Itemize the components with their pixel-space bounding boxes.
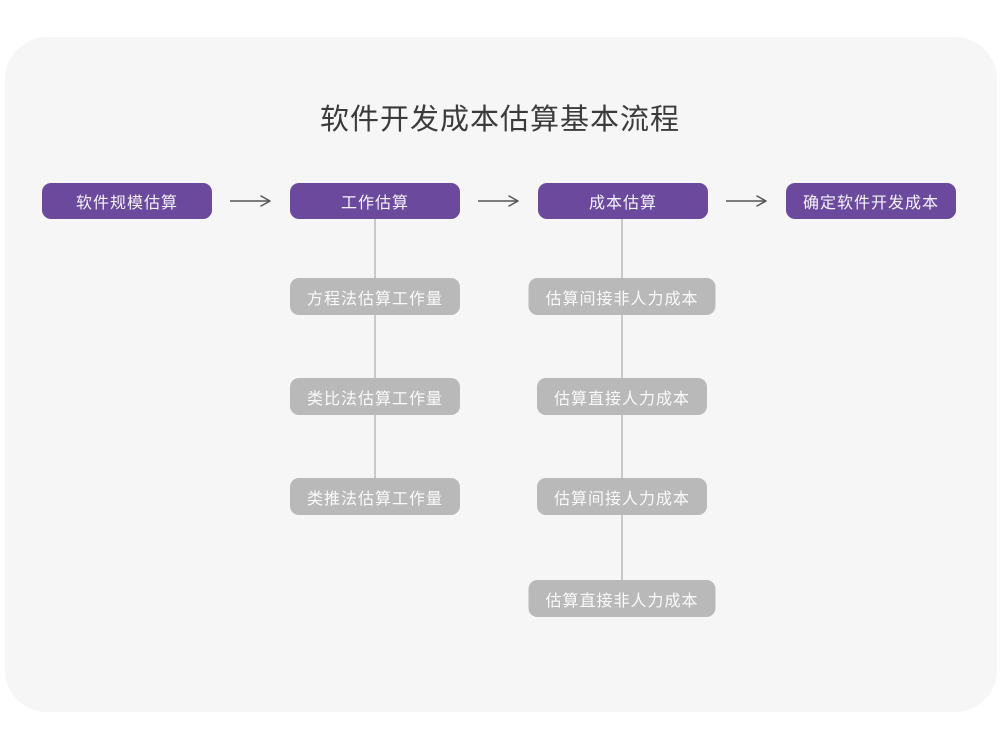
stage-label: 确定软件开发成本 — [802, 195, 939, 212]
diagram-title: 软件开发成本估算基本流程 — [319, 104, 680, 136]
stage-determine-dev-cost: 确定软件开发成本 — [786, 183, 956, 219]
substep-label: 估算间接非人力成本 — [545, 290, 699, 308]
arrow-right-icon — [477, 194, 521, 208]
substep-label: 估算直接人力成本 — [553, 390, 691, 408]
substep-analogy-method-workload: 类比法估算工作量 — [289, 378, 461, 415]
connector-line-work-column — [374, 219, 376, 496]
stage-cost-estimation: 成本估算 — [538, 183, 708, 219]
substep-indirect-nonlabor-cost: 估算间接非人力成本 — [528, 278, 716, 315]
substep-label: 类推法估算工作量 — [306, 490, 444, 508]
stage-work-estimation: 工作估算 — [290, 183, 460, 219]
substep-equation-method-workload: 方程法估算工作量 — [289, 278, 461, 315]
substep-direct-nonlabor-cost: 估算直接非人力成本 — [528, 580, 716, 617]
stage-software-scale-estimation: 软件规模估算 — [42, 183, 212, 219]
stage-label: 工作估算 — [340, 195, 409, 212]
arrow-right-icon — [229, 194, 273, 208]
substep-label: 方程法估算工作量 — [306, 290, 444, 308]
stage-label: 软件规模估算 — [75, 195, 178, 212]
arrow-right-icon — [725, 194, 769, 208]
substep-direct-labor-cost: 估算直接人力成本 — [536, 378, 708, 415]
substep-label: 估算直接非人力成本 — [545, 592, 699, 610]
diagram-canvas — [5, 37, 997, 712]
substep-extrapolation-method-workload: 类推法估算工作量 — [289, 478, 461, 515]
stage-label: 成本估算 — [588, 195, 657, 212]
substep-label: 类比法估算工作量 — [306, 390, 444, 408]
substep-indirect-labor-cost: 估算间接人力成本 — [536, 478, 708, 515]
substep-label: 估算间接人力成本 — [553, 490, 691, 508]
